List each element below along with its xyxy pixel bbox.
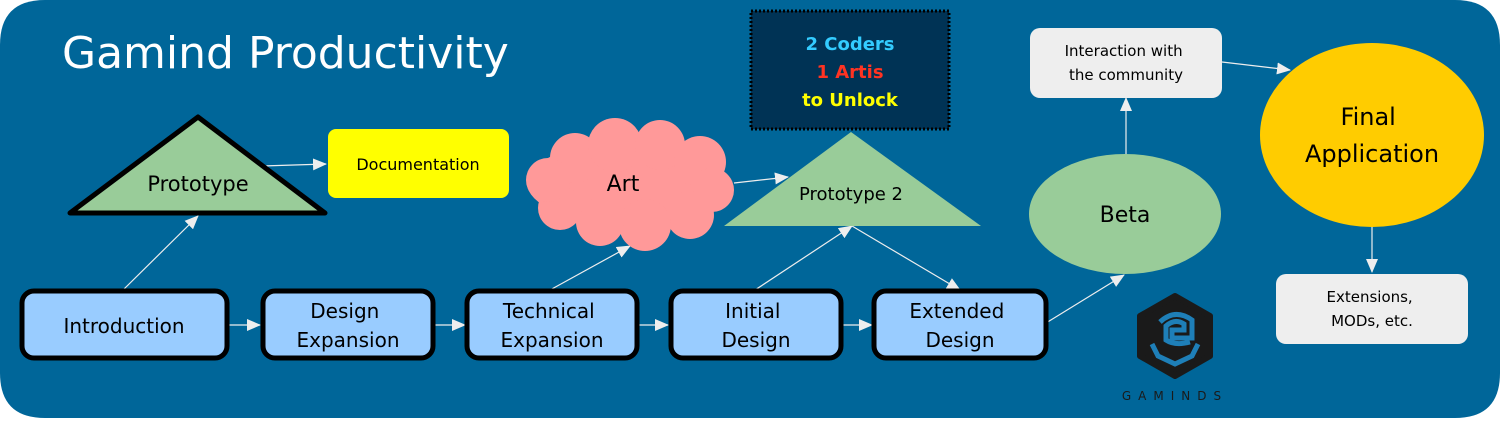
svg-text:Interaction with the com: Interaction with the community: [1065, 42, 1188, 84]
extensions-line1: Extensions,: [1326, 288, 1412, 306]
unlock-requirement-box: 2 Coders 1 Artis to Unlock: [749, 9, 951, 131]
gaminds-logo-icon: GAMINDS: [1122, 293, 1228, 403]
node-extensions[interactable]: Extensions, MODs, etc.: [1276, 274, 1468, 344]
extensions-line2: MODs, etc.: [1331, 312, 1413, 330]
process-extended-design[interactable]: Extended Design: [871, 288, 1049, 361]
beta-label: Beta: [1100, 203, 1151, 228]
connectors: [122, 61, 1378, 331]
svg-text:Technical Expansion: Technical Expansion: [501, 299, 604, 352]
design-expansion-line1: Design: [310, 299, 379, 323]
technical-expansion-line2: Expansion: [501, 328, 604, 352]
interaction-line2: the community: [1069, 66, 1183, 84]
prototype-2-label: Prototype 2: [799, 184, 903, 205]
process-introduction[interactable]: Introduction: [19, 288, 230, 361]
design-expansion-line2: Expansion: [297, 328, 400, 352]
final-line1: Final: [1341, 103, 1396, 131]
gaminds-wordmark: GAMINDS: [1122, 389, 1228, 403]
svg-text:Extensions, MODs, etc.: Extensions, MODs, etc.: [1326, 288, 1417, 330]
node-prototype-2[interactable]: Prototype 2: [724, 132, 981, 226]
arrow-initial-to-prototype2: [754, 225, 853, 291]
arrow-art-to-prototype2: [733, 172, 789, 185]
process-technical-expansion[interactable]: Technical Expansion: [464, 288, 640, 361]
svg-text:Final Application: Final Application: [1305, 103, 1439, 168]
unlock-label: to Unlock: [802, 90, 899, 111]
arrow-intro-to-prototype: [122, 215, 199, 291]
svg-text:Initial Design: Initial Design: [721, 299, 790, 352]
node-beta[interactable]: Beta: [1029, 154, 1221, 274]
svg-text:Extended Design: Extended Design: [909, 299, 1010, 352]
arrow-interaction-to-final: [1221, 61, 1291, 75]
interaction-line1: Interaction with: [1065, 42, 1183, 60]
process-initial-design[interactable]: Initial Design: [668, 288, 844, 361]
arrow-extended-to-beta: [1045, 274, 1125, 324]
arrow-technical-to-art: [549, 245, 631, 291]
node-prototype[interactable]: Prototype: [67, 114, 328, 216]
arrow-prototype2-to-extended: [851, 225, 961, 291]
node-art[interactable]: Art: [526, 118, 734, 251]
initial-design-line1: Initial: [725, 299, 780, 323]
extended-design-line1: Extended: [909, 299, 1004, 323]
documentation-label: Documentation: [356, 155, 479, 174]
svg-text:Design Expansion: Design Expansion: [297, 299, 400, 352]
page-title: Gamind Productivity: [62, 28, 509, 79]
process-design-expansion[interactable]: Design Expansion: [260, 288, 436, 361]
unlock-artis: 1 Artis: [816, 62, 883, 83]
initial-design-line2: Design: [721, 328, 790, 352]
node-final-application[interactable]: Final Application: [1260, 43, 1484, 227]
introduction-label: Introduction: [63, 314, 184, 338]
prototype-label: Prototype: [147, 172, 248, 196]
arrow-prototype-to-documentation: [261, 158, 327, 171]
node-documentation[interactable]: Documentation: [328, 129, 509, 198]
final-line2: Application: [1305, 140, 1439, 168]
unlock-coders: 2 Coders: [805, 34, 894, 55]
art-label: Art: [607, 172, 640, 197]
node-interaction-community[interactable]: Interaction with the community: [1030, 28, 1222, 98]
technical-expansion-line1: Technical: [502, 299, 595, 323]
extended-design-line2: Design: [925, 328, 994, 352]
